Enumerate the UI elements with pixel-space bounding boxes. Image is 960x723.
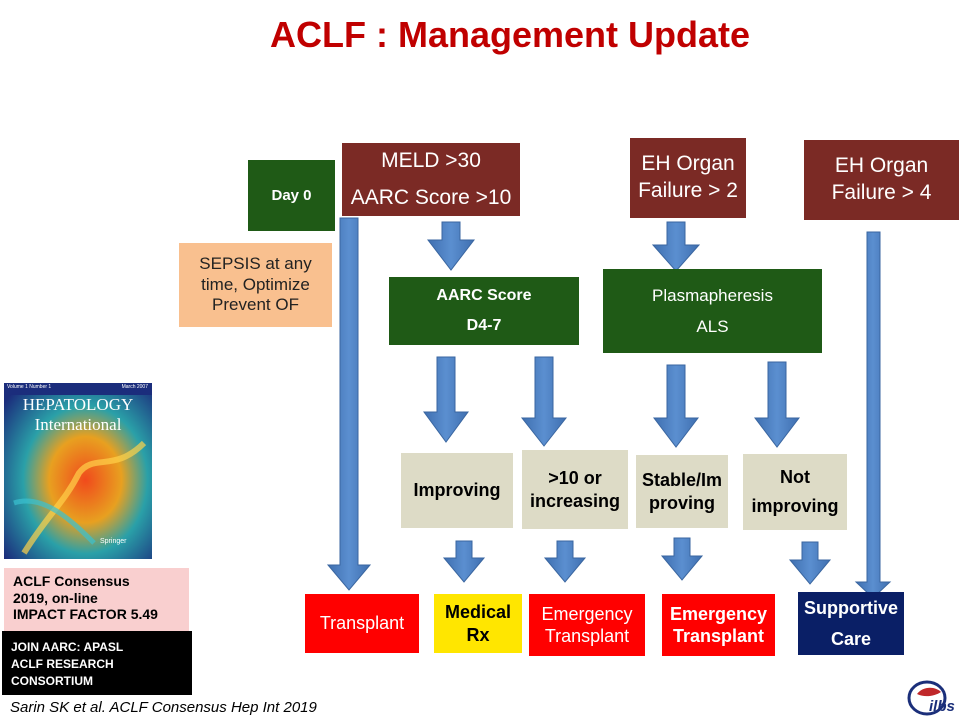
day0-label: Day 0 <box>271 187 312 204</box>
not-improving-line-1: Not <box>780 467 810 488</box>
journal-cover: Volume 1 Number 1 March 2007 HEPATOLOGY … <box>4 383 152 559</box>
sepsis-line-3: Prevent OF <box>212 295 299 315</box>
arrow-stable-emergency <box>660 537 704 581</box>
eh2-box: EH Organ Failure > 2 <box>630 138 746 218</box>
join-note: JOIN AARC: APASL ACLF RESEARCH CONSORTIU… <box>2 631 192 695</box>
transplant-box: Transplant <box>305 594 419 653</box>
eh4-line-1: EH Organ <box>834 154 929 178</box>
aarc-line-2: D4-7 <box>466 317 502 334</box>
stable-line-2: proving <box>649 492 715 513</box>
improving-label: Improving <box>413 480 501 501</box>
journal-name-1: HEPATOLOGY <box>22 395 134 414</box>
medical-line-1: Medical <box>444 602 512 622</box>
join-line-2: ACLF RESEARCH <box>11 656 114 671</box>
arrow-aarc-improving <box>423 356 469 443</box>
emergency-transplant-box-2: Emergency Transplant <box>662 594 775 656</box>
aarc-line-1: AARC Score <box>436 286 532 304</box>
ilbs-logo: ilbs <box>905 672 957 718</box>
emergency2-line-1: Emergency <box>669 603 768 624</box>
not-improving-box: Not improving <box>743 454 847 530</box>
arrow-increasing-emergency <box>543 540 587 583</box>
arrow-eh2-plasma <box>651 221 701 272</box>
supportive-line-1: Supportive <box>803 597 898 618</box>
journal-name-2: International <box>34 415 122 434</box>
consensus-note: ACLF Consensus 2019, on-line IMPACT FACT… <box>4 568 189 631</box>
arrow-day0-transplant <box>326 217 372 591</box>
stable-line-1: Stable/Im <box>641 470 723 490</box>
join-line-3: CONSORTIUM <box>11 673 93 688</box>
ilbs-logo-mark <box>907 680 947 716</box>
sepsis-line-2: time, Optimize <box>201 274 310 294</box>
medical-box: Medical Rx <box>434 594 522 653</box>
consensus-line-1: ACLF Consensus <box>13 573 130 589</box>
aarc-box: AARC Score D4-7 <box>389 277 579 345</box>
improving-box: Improving <box>401 453 513 528</box>
plasma-box: Plasmapheresis ALS <box>603 269 822 353</box>
arrow-meld-aarc <box>426 221 476 271</box>
arrow-improving-medical <box>442 540 486 583</box>
arrow-notimproving-supportive <box>788 541 832 585</box>
eh2-line-1: EH Organ <box>641 152 735 176</box>
ilbs-logo-text: ilbs <box>929 698 955 715</box>
supportive-care-box: Supportive Care <box>798 592 904 655</box>
arrow-aarc-increasing <box>520 356 568 447</box>
meld-line-1: MELD >30 <box>381 148 481 172</box>
supportive-line-2: Care <box>830 628 872 649</box>
not-improving-line-2: improving <box>751 496 839 516</box>
sepsis-box: SEPSIS at any time, Optimize Prevent OF <box>179 243 332 327</box>
consensus-line-3: IMPACT FACTOR 5.49 <box>13 606 158 623</box>
journal-publisher: Springer <box>100 538 127 545</box>
arrow-eh4-supportive <box>854 231 892 599</box>
plasma-line-2: ALS <box>696 317 729 336</box>
day0-box: Day 0 <box>248 160 335 231</box>
increasing-box: >10 or increasing <box>522 450 628 529</box>
stable-box: Stable/Im proving <box>636 455 728 528</box>
journal-cover-art <box>4 383 152 559</box>
eh4-line-2: Failure > 4 <box>831 181 932 204</box>
plasma-line-1: Plasmapheresis <box>652 285 773 305</box>
emergency1-line-1: Emergency <box>541 603 633 624</box>
eh2-line-2: Failure > 2 <box>638 179 738 202</box>
join-line-1: JOIN AARC: APASL <box>11 640 124 654</box>
emergency2-line-2: Transplant <box>672 626 765 646</box>
arrow-plasma-notimproving <box>753 361 801 448</box>
increasing-line-1: >10 or <box>548 468 602 488</box>
emergency1-line-2: Transplant <box>544 626 630 646</box>
page-title: ACLF : Management Update <box>269 14 751 55</box>
eh4-box: EH Organ Failure > 4 <box>804 140 959 220</box>
consensus-line-2: 2019, on-line <box>13 589 98 606</box>
journal-volume: Volume 1 Number 1 <box>7 384 52 390</box>
increasing-line-2: increasing <box>529 490 621 511</box>
medical-line-2: Rx <box>466 624 490 645</box>
meld-line-2: AARC Score >10 <box>350 185 512 209</box>
meld-box: MELD >30 AARC Score >10 <box>342 143 520 216</box>
arrow-plasma-stable <box>652 364 700 448</box>
sepsis-line-1: SEPSIS at any <box>199 253 312 273</box>
citation: Sarin SK et al. ACLF Consensus Hep Int 2… <box>10 699 317 716</box>
transplant-label: Transplant <box>319 613 405 634</box>
journal-date: March 2007 <box>121 384 148 390</box>
emergency-transplant-box-1: Emergency Transplant <box>529 594 645 656</box>
